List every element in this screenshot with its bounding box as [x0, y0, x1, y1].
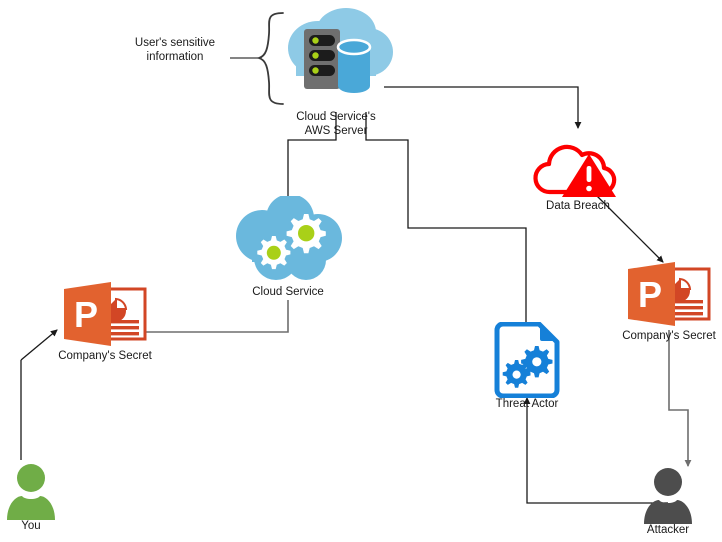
node-attacker[interactable]: Attacker: [639, 466, 697, 536]
connector-you-to-secret: [20, 329, 58, 460]
node-aws-server[interactable]: Cloud Service's AWS Server: [276, 8, 396, 137]
node-label-company-secret-right: Company's Secret: [622, 330, 716, 342]
connector-secret-to-cloud-service: [146, 300, 289, 333]
connector-aws-to-threat-actor: [365, 112, 527, 322]
blue-cloud-gears-icon: [236, 196, 342, 280]
connector-cloud-service-to-aws: [287, 112, 337, 196]
node-label-threat-actor: Threat Actor: [495, 398, 559, 410]
connector-breach-to-secret: [596, 195, 664, 263]
connector-secret-to-attacker: [668, 330, 692, 467]
node-cloud-service[interactable]: Cloud Service: [232, 196, 344, 298]
svg-text:P: P: [74, 294, 98, 335]
node-company-secret-left[interactable]: P Company's Secret: [58, 282, 152, 362]
connector-aws-to-data-breach: [384, 86, 582, 129]
brace-annotation-label: User's sensitive information: [134, 37, 216, 63]
node-threat-actor[interactable]: Threat Actor: [491, 322, 563, 410]
node-data-breach[interactable]: Data Breach: [528, 138, 628, 212]
node-label-cloud-service: Cloud Service: [252, 286, 324, 298]
node-company-secret-right[interactable]: P Company's Secret: [622, 262, 716, 342]
node-label-data-breach: Data Breach: [546, 200, 610, 212]
node-label-you: You: [21, 520, 41, 532]
person-dark-icon: [644, 468, 692, 524]
connector-attacker-to-threat-actor: [523, 397, 668, 504]
node-label-company-secret-left: Company's Secret: [58, 350, 152, 362]
red-cloud-warning-icon: [533, 144, 617, 197]
person-green-icon: [7, 464, 55, 520]
cloud-server-database-icon: [288, 8, 393, 93]
document-gears-icon: [494, 322, 560, 398]
node-you[interactable]: You: [2, 462, 60, 532]
node-label-aws-server: Cloud Service's AWS Server: [296, 111, 376, 137]
svg-text:P: P: [638, 274, 662, 315]
powerpoint-file-icon: P: [64, 282, 147, 346]
powerpoint-file-icon: P: [628, 262, 711, 326]
curly-brace: [230, 12, 284, 105]
node-label-attacker: Attacker: [646, 524, 690, 536]
